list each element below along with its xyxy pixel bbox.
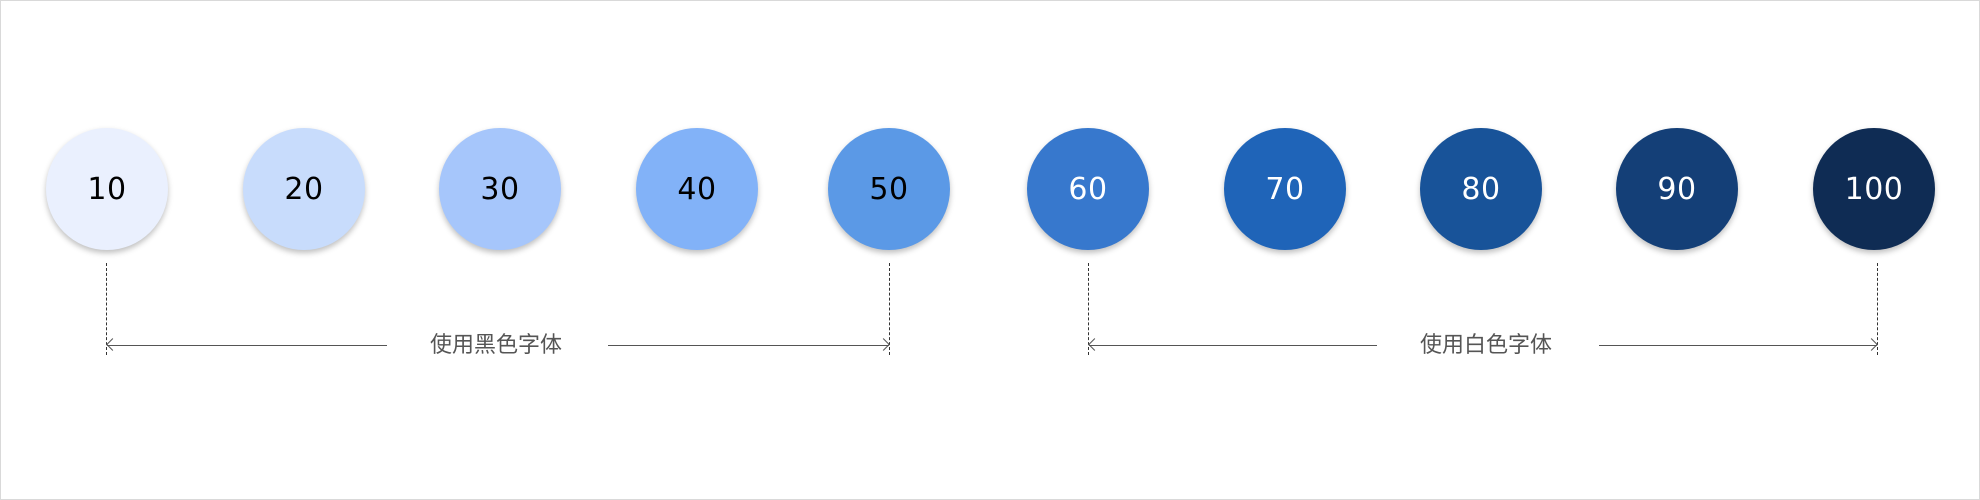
color-swatch-90: 90 — [1616, 128, 1738, 250]
range-arrow-right-black — [608, 345, 889, 346]
range-end-marker-white — [1877, 263, 1878, 355]
swatch-label: 90 — [1657, 171, 1697, 207]
range-arrow-left-white — [1089, 345, 1377, 346]
color-swatch-20: 20 — [243, 128, 365, 250]
swatch-label: 20 — [284, 171, 324, 207]
swatch-label: 80 — [1461, 171, 1501, 207]
swatch-label: 70 — [1265, 171, 1305, 207]
color-swatch-60: 60 — [1027, 128, 1149, 250]
color-swatch-100: 100 — [1813, 128, 1935, 250]
range-arrow-left-black — [107, 345, 387, 346]
color-swatch-80: 80 — [1420, 128, 1542, 250]
range-arrow-right-white — [1599, 345, 1877, 346]
swatch-label: 10 — [87, 171, 127, 207]
range-label-white-text: 使用白色字体 — [1419, 333, 1552, 358]
color-swatch-30: 30 — [439, 128, 561, 250]
range-start-marker-white — [1088, 263, 1089, 355]
swatch-label: 60 — [1068, 171, 1108, 207]
swatch-label: 40 — [677, 171, 717, 207]
color-swatch-70: 70 — [1224, 128, 1346, 250]
color-swatch-50: 50 — [828, 128, 950, 250]
range-start-marker-black — [106, 263, 107, 355]
swatch-label: 50 — [869, 171, 909, 207]
range-end-marker-black — [889, 263, 890, 355]
swatch-label: 100 — [1844, 171, 1904, 207]
swatch-label: 30 — [480, 171, 520, 207]
color-swatch-10: 10 — [46, 128, 168, 250]
color-swatch-40: 40 — [636, 128, 758, 250]
range-label-black-text: 使用黑色字体 — [429, 333, 562, 358]
